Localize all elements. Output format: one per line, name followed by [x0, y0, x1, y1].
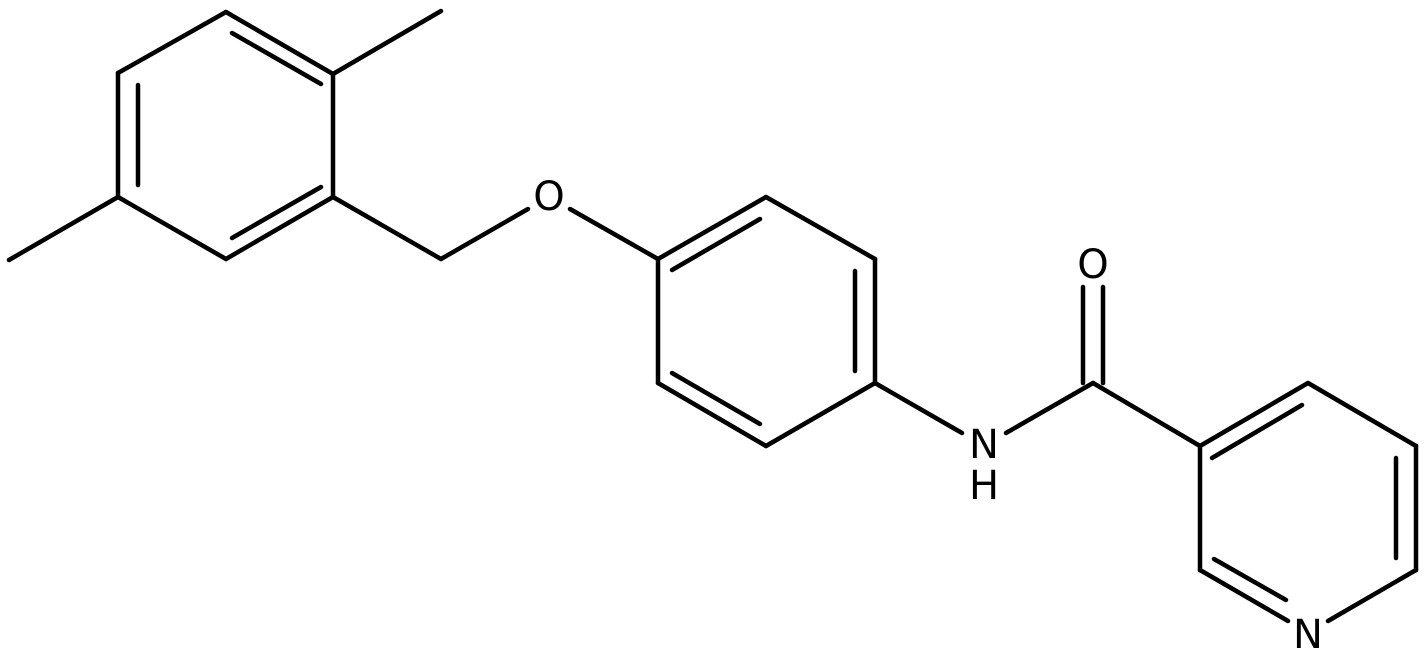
bond	[1305, 380, 1419, 449]
bond	[1209, 402, 1305, 461]
bond	[438, 206, 531, 262]
bond	[1003, 380, 1096, 436]
amide-hydrogen-label: H	[969, 463, 999, 509]
ether-oxygen-label: O	[533, 174, 564, 220]
bond	[115, 194, 229, 262]
bond	[763, 194, 878, 262]
bond	[872, 380, 965, 436]
methyl-bond-top	[330, 8, 444, 77]
bond	[655, 194, 769, 262]
pyridine-ring	[1197, 380, 1419, 624]
bond	[229, 184, 324, 241]
bond	[669, 370, 763, 427]
bond	[1325, 567, 1419, 624]
bond	[1197, 380, 1311, 449]
bond	[1211, 556, 1289, 603]
bond	[763, 380, 878, 449]
bond	[567, 206, 661, 262]
methyl-bond-left	[6, 194, 121, 263]
bond	[1090, 380, 1203, 449]
bond	[1197, 567, 1291, 624]
bond	[115, 9, 229, 76]
bond	[229, 30, 324, 87]
bond	[669, 216, 763, 273]
phenylene-ring	[655, 194, 878, 449]
bond	[655, 380, 769, 449]
pyridine-nitrogen-label: N	[1293, 612, 1323, 658]
amide-nitrogen-label: N	[969, 422, 999, 468]
carbonyl-oxygen-label: O	[1077, 242, 1108, 288]
bond	[223, 9, 336, 77]
bond	[223, 194, 336, 262]
dimethylphenyl-ring	[115, 9, 336, 262]
bond	[330, 194, 444, 262]
